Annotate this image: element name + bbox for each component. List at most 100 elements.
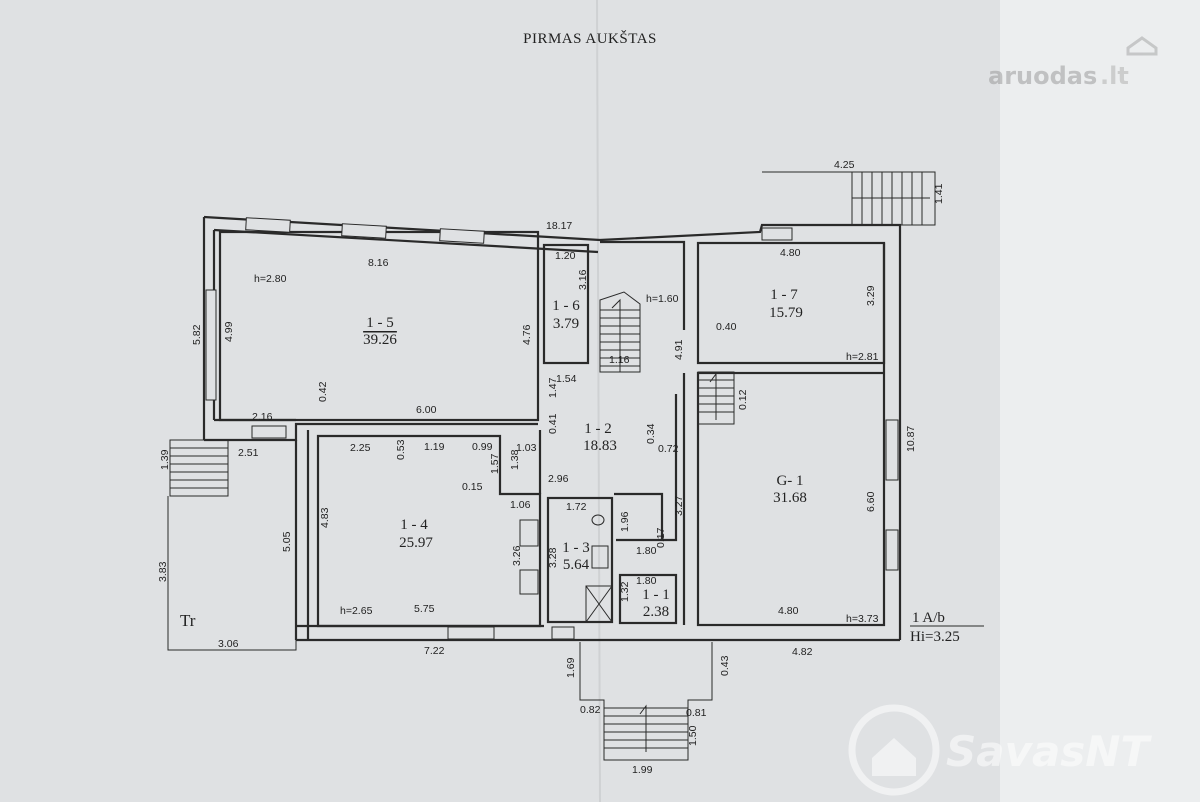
- terrace: [167, 440, 297, 651]
- dim-0-43: 0.43: [719, 655, 731, 676]
- dim-0-12: 0.12: [737, 389, 749, 410]
- room-g-1-area: 31.68: [773, 490, 807, 506]
- dim-1-80a: 1.80: [636, 545, 657, 557]
- room-1-6-area: 3.79: [553, 316, 579, 332]
- dim-0-41: 0.41: [547, 413, 559, 434]
- dim-1-19: 1.19: [424, 441, 445, 453]
- room-1-3-id: 1 - 3: [562, 540, 590, 556]
- dim-5-75: 5.75: [414, 603, 435, 615]
- legend-line1: 1 A/b: [912, 610, 945, 626]
- dim-1-69: 1.69: [565, 657, 577, 678]
- savasnt-watermark: SavasNT: [848, 704, 1152, 796]
- dim-1-39: 1.39: [159, 449, 171, 470]
- dim-10-87: 10.87: [905, 426, 917, 452]
- dim-3-16: 3.16: [577, 269, 589, 290]
- dim-4-76: 4.76: [521, 324, 533, 345]
- dim-2-51: 2.51: [238, 447, 259, 459]
- room-1-2-area: 18.83: [583, 438, 617, 454]
- legend: 1 A/b Hi=3.25: [910, 610, 984, 645]
- room-1-5-id: 1 - 5: [366, 315, 394, 331]
- height-r14: h=2.65: [340, 605, 373, 617]
- dim-5-82: 5.82: [191, 324, 203, 345]
- house-circle-logo-icon: [848, 704, 940, 796]
- dim-6-60: 6.60: [865, 491, 877, 512]
- dim-0-81: 0.81: [686, 707, 707, 719]
- dim-18-17: 18.17: [546, 220, 572, 232]
- room-1-2-id: 1 - 2: [584, 421, 612, 437]
- dim-0-72: 0.72: [658, 443, 679, 455]
- dim-4-80b: 4.80: [780, 247, 801, 259]
- house-shape-icon: [872, 738, 916, 776]
- walls: [202, 215, 902, 642]
- dim-1-32: 1.32: [619, 581, 631, 602]
- room-1-7-area: 15.79: [769, 305, 803, 321]
- dim-4-25: 4.25: [834, 159, 855, 171]
- dim-4-83: 4.83: [319, 507, 331, 528]
- savasnt-watermark-text: SavasNT: [946, 727, 1152, 776]
- room-1-5-area: 39.26: [363, 332, 397, 348]
- room-1-4-id: 1 - 4: [400, 517, 428, 533]
- dim-3-83: 3.83: [157, 561, 169, 582]
- room-1-3-area: 5.64: [563, 557, 590, 573]
- dim-0-42: 0.42: [317, 381, 329, 402]
- aruodas-watermark-text: aruodas: [988, 62, 1097, 90]
- dim-2-16: 2.16: [252, 411, 273, 423]
- dim-3-06: 3.06: [218, 638, 239, 650]
- room-1-4-area: 25.97: [399, 535, 433, 551]
- dim-4-82: 4.82: [792, 646, 813, 658]
- dim-7-22: 7.22: [424, 645, 445, 657]
- paper-fold: [596, 0, 601, 802]
- dim-8-16: 8.16: [368, 257, 389, 269]
- room-1-1-id: 1 - 1: [642, 587, 670, 603]
- dim-1-06: 1.06: [510, 499, 531, 511]
- room-g-1-id: G- 1: [776, 473, 803, 489]
- dim-3-27: 3.27: [673, 495, 685, 516]
- interior-staircase: [599, 291, 641, 373]
- terrace-label: Tr: [180, 611, 196, 630]
- dim-1-96: 1.96: [619, 511, 631, 532]
- windows: [205, 217, 899, 640]
- dim-0-99: 0.99: [472, 441, 493, 453]
- dim-1-16: 1.16: [609, 354, 630, 366]
- height-labels: h=2.80 h=1.60 h=2.81 h=2.65 h=3.73: [254, 273, 879, 625]
- dim-1-03: 1.03: [516, 442, 537, 454]
- dim-1-80b: 1.80: [636, 575, 657, 587]
- room-1-6-id: 1 - 6: [552, 298, 580, 314]
- dim-1-99: 1.99: [632, 764, 653, 776]
- aruodas-watermark-tld: .lt: [1100, 62, 1129, 90]
- dim-1-50: 1.50: [687, 725, 699, 746]
- room-1-1-area: 2.38: [643, 604, 669, 620]
- external-stairs-top-right: [762, 171, 936, 226]
- house-logo-icon: [1126, 36, 1158, 56]
- dim-1-57: 1.57: [489, 453, 501, 474]
- plan-title: PIRMAS AUKŠTAS: [523, 30, 657, 47]
- dim-1-54: 1.54: [556, 373, 577, 385]
- dim-3-26: 3.26: [511, 545, 523, 566]
- garage-stairs: [697, 371, 735, 425]
- dim-0-17: 0.17: [655, 527, 667, 548]
- dim-0-40: 0.40: [716, 321, 737, 333]
- aruodas-watermark: aruodas .lt: [988, 36, 1158, 90]
- dim-5-05: 5.05: [281, 531, 293, 552]
- dim-6-00: 6.00: [416, 404, 437, 416]
- dim-4-91: 4.91: [673, 339, 685, 360]
- room-1-7-id: 1 - 7: [770, 287, 798, 303]
- dim-0-15: 0.15: [462, 481, 483, 493]
- external-stairs-bottom: [579, 642, 713, 761]
- paper-right-sheet: [1000, 0, 1200, 802]
- dim-4-80a: 4.80: [778, 605, 799, 617]
- dim-4-99: 4.99: [223, 321, 235, 342]
- bathroom-fixtures: [519, 514, 613, 623]
- dim-3-28: 3.28: [547, 547, 559, 568]
- dimension-labels: 18.17 8.16 5.82 4.99 4.76 0.42 6.00 2.16…: [157, 159, 945, 776]
- height-r15: h=2.80: [254, 273, 287, 285]
- height-r12: h=1.60: [646, 293, 679, 305]
- dim-1-47: 1.47: [547, 377, 559, 398]
- dim-1-41: 1.41: [933, 183, 945, 204]
- dim-1-38: 1.38: [509, 449, 521, 470]
- dim-1-72: 1.72: [566, 501, 587, 513]
- height-r17: h=2.81: [846, 351, 879, 363]
- dim-3-29: 3.29: [865, 285, 877, 306]
- dim-0-82: 0.82: [580, 704, 601, 716]
- external-stairs-left: [169, 439, 229, 497]
